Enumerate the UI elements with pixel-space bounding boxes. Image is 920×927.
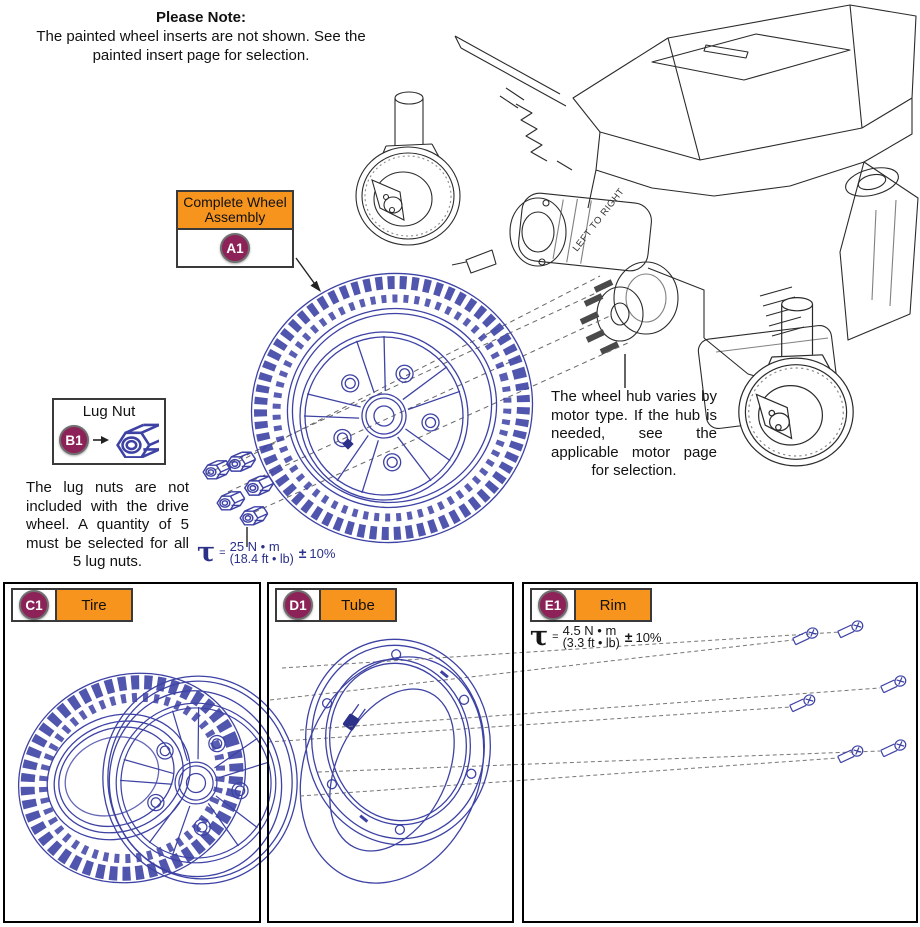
tube-badge-box: D1 (275, 588, 321, 622)
rim-label[interactable]: Rim (576, 588, 652, 622)
rim-dashed-lines (267, 631, 881, 797)
badge-b1[interactable]: B1 (59, 425, 89, 455)
tau-symbol: τ (197, 537, 216, 568)
rim-torque-imperial: (3.3 ft • lb) (562, 636, 620, 650)
complete-wheel-callout[interactable]: Complete Wheel Assembly A1 (176, 190, 294, 268)
leader-lines (246, 257, 626, 547)
badge-e1[interactable]: E1 (538, 590, 568, 620)
rim-badge-box: E1 (530, 588, 576, 622)
please-note-block: Please Note: The painted wheel inserts a… (0, 8, 402, 65)
rim-face-drawing (102, 675, 298, 885)
wheelchair-base-drawing: LEFT TO RIGHT (451, 4, 919, 430)
right-arrow-icon (93, 436, 109, 444)
tire-badge-box: C1 (11, 588, 57, 622)
tire-label[interactable]: Tire (57, 588, 133, 622)
note-title: Please Note: (155, 9, 247, 26)
drive-wheel-drawing (250, 272, 534, 544)
badge-d1[interactable]: D1 (283, 590, 313, 620)
tau-symbol: τ (530, 621, 549, 652)
lug-nut-note: The lug nuts are not included with the d… (26, 479, 189, 570)
wheel-torque-imperial: (18.4 ft • lb) (229, 552, 294, 566)
hub-note: The wheel hub varies by motor type. If t… (551, 388, 717, 479)
lug-nut-callout[interactable]: Lug Nut B1 (52, 398, 166, 465)
lug-nut-label: Lug Nut (82, 403, 136, 420)
tube-label[interactable]: Tube (321, 588, 397, 622)
tube-drawing (299, 656, 485, 884)
lug-nut-icon (116, 423, 159, 458)
tube-panel: D1 Tube (267, 582, 514, 923)
note-line2: painted insert page for selection. (92, 47, 310, 64)
badge-c1[interactable]: C1 (19, 590, 49, 620)
wheel-torque-metric: 25 N • m (229, 539, 280, 554)
motor-direction-label: LEFT TO RIGHT (571, 186, 627, 254)
rim-ring-drawing (304, 638, 492, 846)
tire-drawing (17, 672, 247, 884)
right-caster-drawing (738, 296, 854, 467)
badge-a1[interactable]: A1 (220, 233, 250, 263)
tire-panel: C1 Tire (3, 582, 261, 923)
arrowhead-a1 (310, 280, 321, 292)
rim-panel: E1 Rim τ = 4.5 N • m (3.3 ft • lb) ± 10% (522, 582, 918, 923)
wheel-torque-spec: τ = 25 N • m (18.4 ft • lb) ± 10% (197, 537, 336, 568)
complete-wheel-label: Complete Wheel Assembly (178, 192, 292, 230)
note-line1: The painted wheel inserts are not shown.… (36, 28, 366, 45)
rim-torque-spec: τ = 4.5 N • m (3.3 ft • lb) ± 10% (530, 621, 662, 652)
rim-torque-metric: 4.5 N • m (562, 623, 617, 638)
left-caster-drawing (355, 91, 461, 246)
